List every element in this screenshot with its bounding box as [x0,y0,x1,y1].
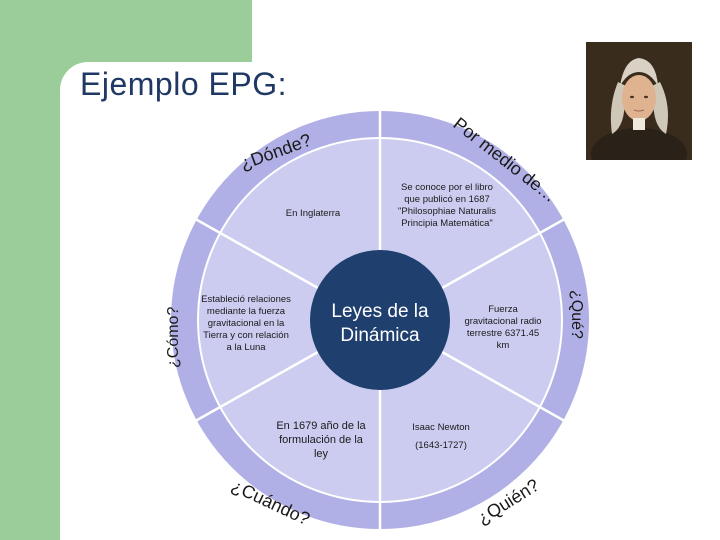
isaac-newton-portrait [586,42,692,160]
segment-que-text: Fuerza gravitacional radio terrestre 637… [464,304,542,351]
segment-donde-text: En Inglaterra [285,208,341,219]
center-title-line2: Dinámica [340,324,420,346]
center-title: Leyes de la Dinámica [320,300,440,348]
slide-title: Ejemplo EPG: [80,66,287,102]
center-title-line1: Leyes de la [331,301,429,322]
segment-por-medio-text: Se conoce por el libro que publicó en 16… [398,182,496,229]
segment-como-text: Estableció relaciones mediante la fuerza… [201,294,291,353]
center-hub [310,250,450,390]
label-que: ¿Qué? [568,290,585,339]
segment-quien-name: Isaac Newton [412,422,470,433]
segment-dividers [189,110,571,530]
segment-cuando-text: En 1679 año de la formulación de la ley [276,420,366,460]
segment-quien-years: (1643-1727) [415,440,467,451]
label-como: ¿Cómo? [165,307,182,368]
green-left-strip [0,62,60,540]
